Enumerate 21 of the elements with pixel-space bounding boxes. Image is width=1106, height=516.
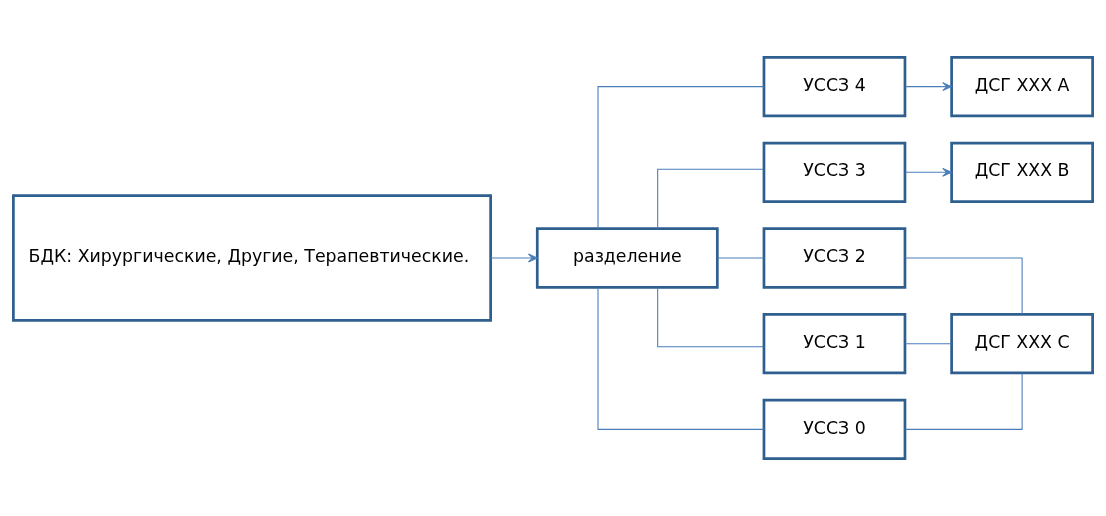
node-box: ДСГ ХХХ С — [950, 313, 1094, 375]
connector — [657, 286, 765, 348]
node-box: УССЗ 2 — [762, 227, 907, 289]
node-box: ДСГ ХХХ В — [950, 141, 1094, 203]
connector — [597, 286, 765, 430]
node-box: разделение — [535, 227, 719, 289]
connector — [717, 257, 765, 259]
node-box: УССЗ 1 — [762, 313, 907, 375]
arrow — [904, 167, 952, 177]
arrow — [904, 82, 952, 92]
node-box: ДСГ ХХХ А — [950, 56, 1094, 118]
connector — [904, 343, 952, 345]
node-box: УССЗ 0 — [762, 398, 907, 460]
node-box: УССЗ 4 — [762, 56, 907, 118]
node-box: УССЗ 3 — [762, 141, 907, 203]
connector — [597, 86, 765, 230]
connector — [904, 257, 1023, 315]
connector — [904, 372, 1023, 430]
node-box: БДК: Хирургические, Другие, Терапевтические. — [12, 194, 492, 322]
connector — [657, 168, 765, 229]
arrow — [490, 253, 538, 263]
